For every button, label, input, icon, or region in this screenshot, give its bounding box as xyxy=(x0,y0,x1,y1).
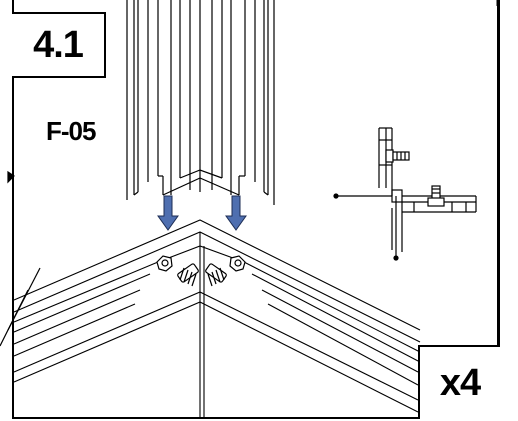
quantity-label: x4 xyxy=(439,361,481,404)
step-number-box: 4.1 xyxy=(12,12,106,78)
screw-icon xyxy=(177,263,199,287)
down-arrow-icon xyxy=(225,195,247,231)
screw-icon xyxy=(205,263,227,287)
quantity-box: x4 xyxy=(418,345,500,419)
bolt-icon xyxy=(229,255,246,272)
screw-icon xyxy=(427,185,445,207)
step-number: 4.1 xyxy=(33,23,84,66)
part-code-label: F-05 xyxy=(46,116,96,146)
vertical-profile xyxy=(126,0,275,205)
bolt-icon xyxy=(156,255,173,272)
screw-icon xyxy=(385,149,410,163)
down-arrow-icon xyxy=(157,195,179,231)
frame-corner xyxy=(13,219,421,419)
page-frame xyxy=(12,0,500,419)
